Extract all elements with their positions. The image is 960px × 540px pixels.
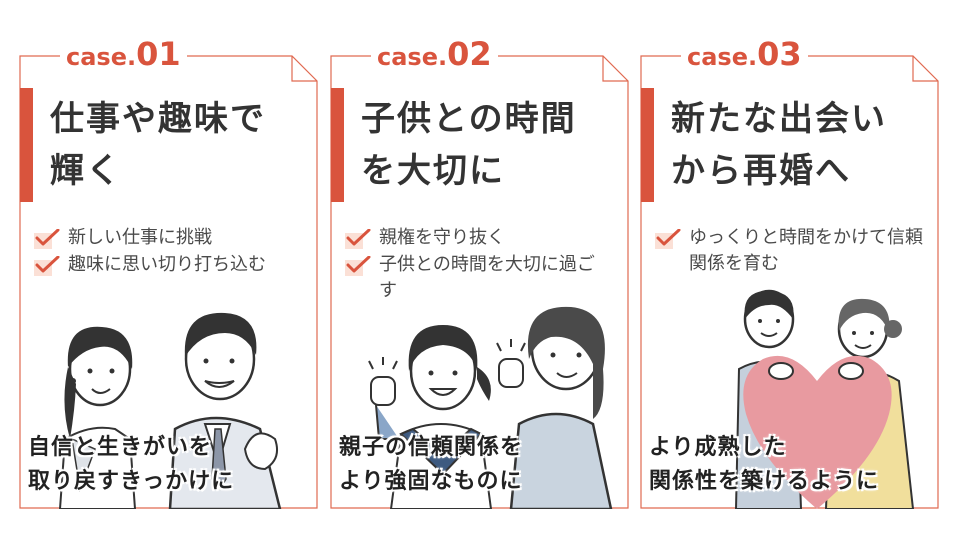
check-icon (345, 229, 371, 249)
case-card-1: case.01 仕事や趣味で 輝く 新しい仕事に挑戦 趣味に思い切り打ち込む (19, 34, 318, 509)
card-caption-line: より成熟した (649, 435, 787, 460)
check-text: 親権を守り抜く (379, 227, 505, 248)
case-number: 03 (757, 35, 802, 73)
check-icon (34, 229, 60, 249)
card-frame (640, 55, 939, 509)
case-number: 01 (136, 35, 181, 73)
card-title-line: 新たな出会い (671, 99, 887, 139)
case-number: 02 (447, 35, 492, 73)
card-title-line: 仕事や趣味で (50, 99, 266, 139)
case-card-3: case.03 新たな出会い から再婚へ ゆっくりと時間をかけて信頼関係を育む … (640, 34, 939, 509)
check-item: ゆっくりと時間をかけて信頼関係を育む (653, 225, 923, 277)
check-icon (345, 256, 371, 276)
case-prefix: case. (66, 43, 137, 71)
card-title-line: 子供との時間 (361, 99, 577, 139)
illustration-businesspeople (58, 312, 282, 509)
card-caption-line: 関係性を築けるように (649, 469, 880, 494)
check-item: 新しい仕事に挑戦 (32, 225, 312, 251)
card-title-line: を大切に (361, 151, 505, 191)
card-caption: より成熟した 関係性を築けるように (649, 431, 879, 499)
check-list: 親権を守り抜く 子供との時間を大切に過ごす (343, 225, 605, 305)
check-text: ゆっくりと時間をかけて信頼関係を育む (689, 227, 923, 274)
title-accent-bar (641, 88, 654, 202)
check-item: 子供との時間を大切に過ごす (343, 252, 605, 304)
case-label: case.02 (371, 34, 498, 74)
case-label: case.03 (681, 34, 808, 74)
card-title: 仕事や趣味で 輝く (50, 93, 312, 197)
card-caption-line: 自信と生きがいを (28, 435, 213, 460)
check-icon (655, 229, 681, 249)
illustration-parent-child (368, 306, 613, 509)
card-title-line: 輝く (50, 151, 122, 191)
card-title-line: から再婚へ (671, 151, 851, 191)
case-prefix: case. (377, 43, 448, 71)
illustration-couple-heart (734, 289, 915, 509)
card-caption-line: より強固なものに (339, 469, 523, 494)
check-icon (34, 256, 60, 276)
card-caption: 親子の信頼関係を より強固なものに (339, 431, 523, 499)
case-label: case.01 (60, 34, 187, 74)
card-frame (19, 55, 318, 509)
card-caption-line: 取り戻すきっかけに (28, 469, 235, 494)
check-text: 子供との時間を大切に過ごす (379, 254, 595, 301)
title-accent-bar (20, 88, 33, 202)
title-accent-bar (331, 88, 344, 202)
check-item: 親権を守り抜く (343, 225, 605, 251)
card-caption-line: 親子の信頼関係を (339, 435, 524, 460)
check-list: ゆっくりと時間をかけて信頼関係を育む (653, 225, 923, 278)
check-text: 新しい仕事に挑戦 (68, 227, 212, 248)
card-title: 新たな出会い から再婚へ (671, 93, 933, 197)
check-item: 趣味に思い切り打ち込む (32, 252, 312, 278)
card-frame (330, 55, 629, 509)
case-prefix: case. (687, 43, 758, 71)
check-list: 新しい仕事に挑戦 趣味に思い切り打ち込む (32, 225, 312, 279)
check-text: 趣味に思い切り打ち込む (68, 254, 266, 275)
card-title: 子供との時間 を大切に (361, 93, 623, 197)
case-card-2: case.02 子供との時間 を大切に 親権を守り抜く 子供との時間を大切に過ご… (330, 34, 629, 509)
card-caption: 自信と生きがいを 取り戻すきっかけに (28, 431, 234, 499)
